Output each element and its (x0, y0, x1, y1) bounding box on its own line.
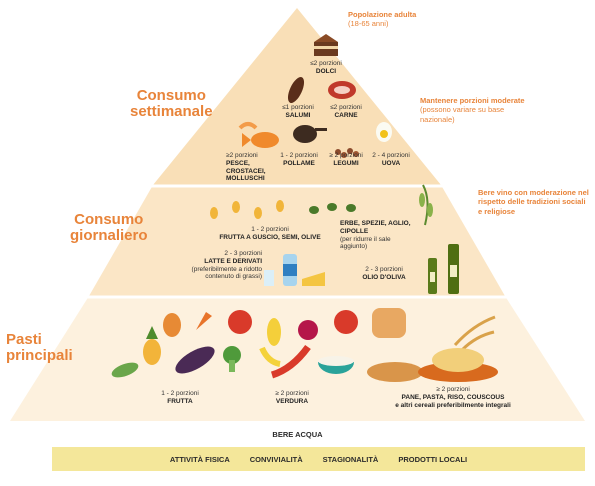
water-label: BERE ACQUA (272, 430, 323, 439)
label-frutta-guscio: 1 - 2 porzioni FRUTTA A GUSCIO, SEMI, OL… (210, 226, 330, 242)
note-wine-title: Bere vino con moderazione nel rispetto d… (478, 188, 589, 216)
lifestyle-item-convivialita: CONVIVIALITÀ (249, 454, 303, 464)
label-olio: 2 - 3 porzioni OLIO D'OLIVA (352, 266, 416, 282)
pea-pod-icon (111, 362, 139, 378)
pear-icon (163, 313, 181, 337)
pineapple-icon (143, 326, 161, 365)
pasta-plate-icon (418, 348, 498, 382)
label-frutta: 1 - 2 porzioni FRUTTA (150, 390, 210, 406)
wheat-icon (453, 315, 496, 352)
label-pesce-qty: ≥2 porzioni (226, 152, 258, 159)
label-carne-qty: ≤2 porzioni (330, 104, 362, 111)
tier-title-main: Pasti principali (6, 332, 73, 364)
label-pesce-name: PESCE, CROSTACEI, MOLLUSCHI (226, 159, 266, 183)
note-adult-title: Popolazione adulta (348, 10, 417, 19)
milk-icon (264, 254, 297, 286)
chicken-icon (293, 125, 327, 143)
label-olio-qty: 2 - 3 porzioni (365, 266, 403, 273)
label-erbe-name: ERBE, SPEZIE, AGLIO, CIPOLLE (340, 220, 411, 235)
label-cereali-sub: e altri cereali preferibilmente integral… (395, 401, 511, 409)
label-verdura: ≥ 2 porzioni VERDURA (262, 390, 322, 406)
bread-icon (367, 308, 423, 382)
tier-title-daily-line2: giornaliero (70, 226, 148, 244)
label-salumi-name: SALUMI (285, 111, 311, 119)
label-legumi: ≥ 2 porzioni LEGUMI (322, 152, 370, 168)
apple-icon (334, 310, 358, 334)
tomato-icon (228, 310, 252, 334)
rice-bowl-icon (318, 356, 354, 374)
nuts-icon (210, 200, 284, 219)
cake-icon (314, 34, 338, 56)
label-olio-name: OLIO D'OLIVA (362, 273, 406, 281)
carrot-icon (196, 312, 212, 330)
label-salumi-qty: ≤1 porzioni (282, 104, 314, 111)
egg-icon (376, 122, 392, 142)
label-dolci-qty: ≤2 porzioni (310, 60, 342, 67)
label-latte: 2 - 3 porzioni LATTE E DERIVATI (preferi… (172, 250, 262, 281)
cheese-icon (302, 272, 325, 286)
shrimp-icon (238, 122, 258, 130)
tier-title-weekly-line2: settimanale (130, 102, 213, 120)
note-wine: Bere vino con moderazione nel rispetto d… (478, 188, 590, 216)
label-pollame-qty: 1 - 2 porzioni (280, 152, 318, 159)
label-legumi-name: LEGUMI (333, 159, 359, 167)
meat-icon (328, 81, 356, 99)
label-cereali-qty: ≥ 2 porzioni (436, 386, 470, 393)
lifestyle-item-prodotti: PRODOTTI LOCALI (398, 454, 468, 464)
label-dolci-name: DOLCI (315, 67, 337, 75)
label-pollame: 1 - 2 porzioni POLLAME (274, 152, 324, 168)
label-frutta-guscio-qty: 1 - 2 porzioni (251, 226, 289, 233)
label-pollame-name: POLLAME (283, 159, 315, 167)
label-erbe-sub: (per ridurre il sale aggiunto) (340, 235, 391, 251)
legumes-icon (335, 148, 359, 158)
oil-bottles-icon (428, 244, 459, 294)
label-uova-qty: 2 - 4 porzioni (372, 152, 410, 159)
label-latte-name: LATTE E DERIVATI (204, 257, 262, 265)
label-dolci: ≤2 porzioni DOLCI (298, 60, 354, 76)
corn-icon (267, 318, 281, 346)
label-erbe: ERBE, SPEZIE, AGLIO, CIPOLLE (per ridurr… (340, 220, 416, 251)
herbs-icon (419, 184, 433, 226)
tier-title-daily-line1: Consumo (74, 211, 144, 228)
label-latte-qty: 2 - 3 porzioni (224, 250, 262, 257)
label-uova: 2 - 4 porzioni UOVA (366, 152, 416, 168)
label-latte-sub: (preferibilmente a ridotto contenuto di … (191, 265, 262, 281)
note-adult: Popolazione adulta (18-65 anni) (348, 10, 458, 29)
note-portions-title: Mantenere porzioni moderate (420, 96, 525, 105)
tier-title-weekly-line1: Consumo (136, 87, 206, 104)
pyramid-tier-daily (89, 185, 505, 296)
tier-title-weekly: Consumo settimanale (130, 88, 213, 120)
note-portions: Mantenere porzioni moderate (possono var… (420, 96, 540, 124)
beet-icon (298, 320, 318, 340)
lifestyle-item-attivita: ATTIVITÀ FISICA (169, 454, 230, 464)
note-adult-sub: (18-65 anni) (348, 19, 389, 29)
eggplant-icon (175, 346, 215, 374)
label-frutta-guscio-name: FRUTTA A GUSCIO, SEMI, OLIVE (219, 233, 321, 241)
banana-icon (259, 346, 281, 367)
lifestyle-bar: ATTIVITÀ FISICA CONVIVIALITÀ STAGIONALIT… (52, 447, 585, 471)
sausage-icon (287, 77, 305, 103)
tier-title-main-line1: Pasti (6, 331, 42, 348)
label-cereali: ≥ 2 porzioni PANE, PASTA, RISO, COUSCOUS… (378, 386, 528, 409)
label-carne-name: CARNE (334, 111, 358, 119)
label-uova-name: UOVA (381, 159, 401, 167)
label-frutta-qty: 1 - 2 porzioni (161, 390, 199, 397)
label-legumi-qty: ≥ 2 porzioni (329, 152, 363, 159)
fish-icon (242, 132, 279, 148)
broccoli-icon (223, 346, 241, 372)
label-verdura-name: VERDURA (275, 397, 309, 405)
label-carne: ≤2 porzioni CARNE (320, 104, 372, 120)
label-verdura-qty: ≥ 2 porzioni (275, 390, 309, 397)
label-pesce: ≥2 porzioni PESCE, CROSTACEI, MOLLUSCHI (226, 152, 276, 183)
label-frutta-name: FRUTTA (167, 397, 193, 405)
olives-icon (309, 203, 356, 214)
lifestyle-item-stagionalita: STAGIONALITÀ (322, 454, 379, 464)
tier-title-daily: Consumo giornaliero (70, 212, 148, 244)
label-cereali-name: PANE, PASTA, RISO, COUSCOUS (401, 393, 505, 401)
label-salumi: ≤1 porzioni SALUMI (272, 104, 324, 120)
tier-title-main-line2: principali (6, 346, 73, 364)
chili-icon (270, 344, 311, 379)
note-portions-sub: (possono variare su base nazionale) (420, 105, 505, 124)
